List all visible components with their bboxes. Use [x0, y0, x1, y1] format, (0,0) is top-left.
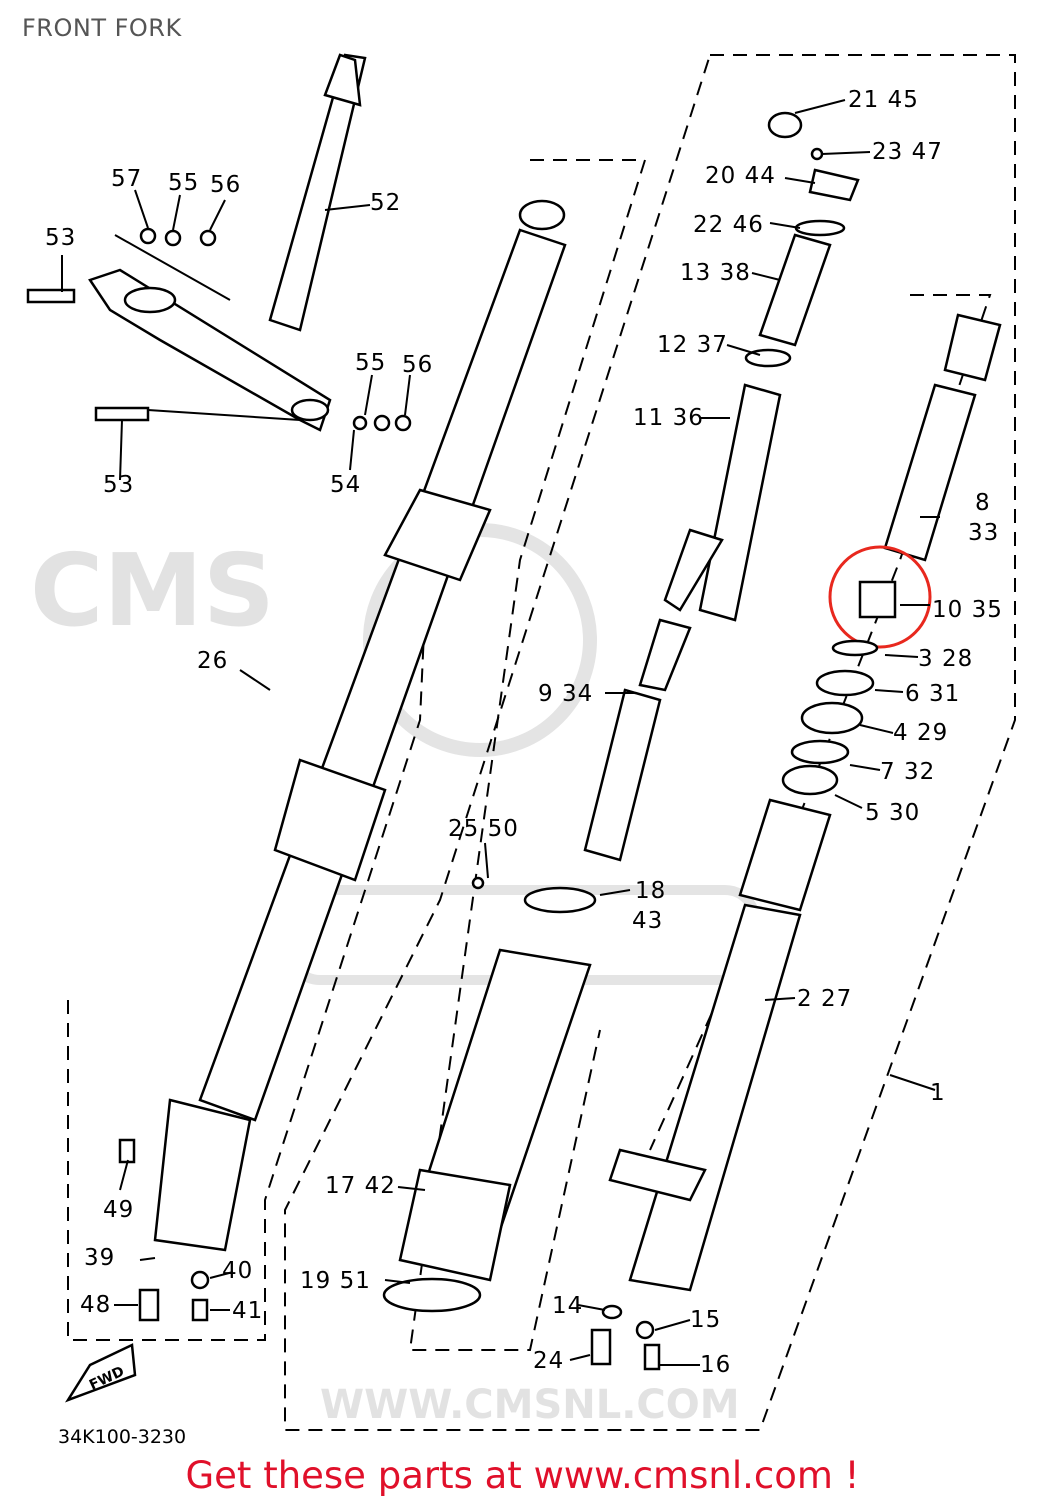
callout-24: 24 [533, 1348, 564, 1374]
group-outline-left [67, 499, 431, 1341]
callout-43: 43 [632, 908, 663, 934]
callout-49: 49 [103, 1197, 134, 1223]
callout-40: 40 [222, 1258, 253, 1284]
callout-3-28: 3 28 [918, 646, 973, 672]
callout-1: 1 [930, 1080, 946, 1106]
callout-9-34: 9 34 [538, 681, 593, 707]
diagram-title: FRONT FORK [22, 14, 182, 42]
damper-group [590, 313, 1002, 1371]
callout-11-36: 11 36 [633, 405, 704, 431]
callout-33: 33 [968, 520, 999, 546]
part-labels: 21 45 23 47 20 44 22 46 13 38 12 37 11 3… [45, 87, 1003, 1378]
dust-boot [382, 876, 597, 1313]
callout-20-44: 20 44 [705, 163, 776, 189]
diagram-code: 34K100-3230 [58, 1426, 187, 1448]
callout-52: 52 [370, 190, 401, 216]
highlight-circle [828, 545, 932, 649]
callout-23-47: 23 47 [872, 139, 943, 165]
callout-6-31: 6 31 [905, 681, 960, 707]
group-outline-damper [649, 294, 992, 1151]
watermark-url: WWW.CMSNL.COM [320, 1382, 740, 1428]
group-outline-right [284, 54, 1016, 1431]
callout-13-38: 13 38 [680, 260, 751, 286]
callout-55-top: 55 [168, 170, 199, 196]
callout-25-50: 25 50 [448, 816, 519, 842]
cms-watermark-text: CMS WWW.CMSNL.COM [30, 532, 740, 1428]
spring-column [583, 111, 860, 862]
promo-link[interactable]: Get these parts at www.cmsnl.com ! [185, 1454, 860, 1497]
left-fork-assembly [118, 199, 567, 1322]
callout-55-bottom: 55 [355, 350, 386, 376]
callout-7-32: 7 32 [880, 759, 935, 785]
callout-10-35: 10 35 [932, 597, 1003, 623]
callout-56-top: 56 [210, 172, 241, 198]
group-outline-inner [408, 159, 647, 1351]
callout-53-bottom: 53 [103, 472, 134, 498]
callout-22-46: 22 46 [693, 212, 764, 238]
watermark-logo: CMS [30, 532, 275, 649]
callout-2-27: 2 27 [797, 986, 852, 1012]
callout-57: 57 [111, 166, 142, 192]
callout-18: 18 [635, 878, 666, 904]
callout-4-29: 4 29 [893, 720, 948, 746]
callout-16: 16 [700, 1352, 731, 1378]
callout-53-top: 53 [45, 225, 76, 251]
callout-14: 14 [552, 1293, 583, 1319]
callout-15: 15 [690, 1307, 721, 1333]
callout-17-42: 17 42 [325, 1173, 396, 1199]
callout-12-37: 12 37 [657, 332, 728, 358]
callout-26: 26 [197, 648, 228, 674]
steering-stem [26, 53, 412, 432]
callout-5-30: 5 30 [865, 800, 920, 826]
callout-8: 8 [975, 490, 991, 516]
callout-56-bottom: 56 [402, 352, 433, 378]
leader-lines [61, 99, 940, 1366]
fwd-arrow: FWD [64, 1343, 137, 1403]
callout-19-51: 19 51 [300, 1268, 371, 1294]
callout-41: 41 [232, 1298, 263, 1324]
callout-39: 39 [84, 1245, 115, 1271]
callout-54: 54 [330, 472, 361, 498]
callout-21-45: 21 45 [848, 87, 919, 113]
callout-48: 48 [80, 1292, 111, 1318]
